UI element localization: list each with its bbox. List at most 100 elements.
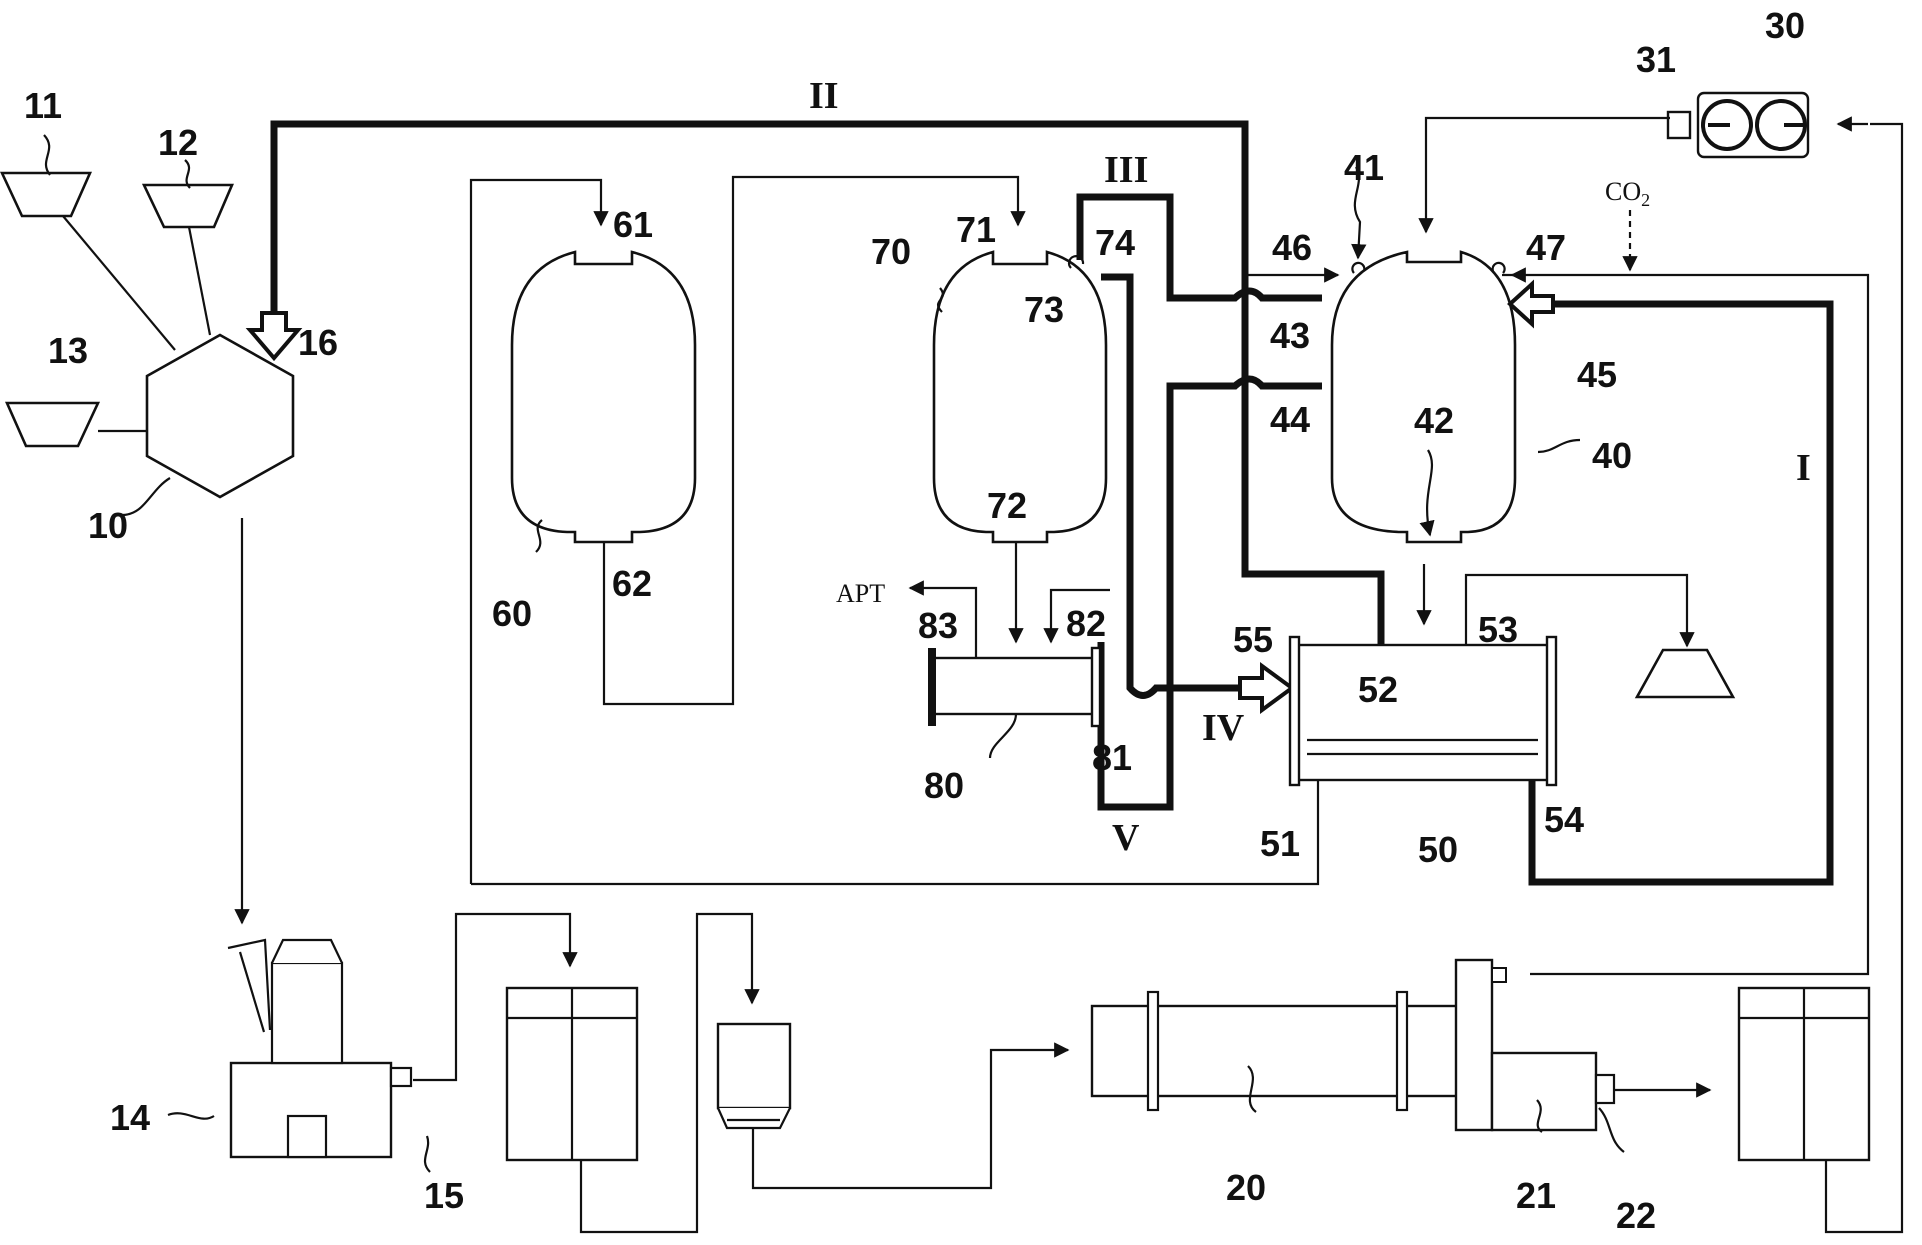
label-30: 30 (1765, 5, 1805, 46)
leader-15 (423, 1135, 431, 1173)
label-13: 13 (48, 330, 88, 371)
outlet-15 (389, 1066, 413, 1088)
feed-line-61 (469, 178, 609, 884)
label-70: 70 (871, 231, 911, 272)
route-label-III: III (1104, 149, 1148, 191)
label-83: 83 (918, 605, 958, 646)
label-80: 80 (924, 765, 964, 806)
motor-31 (1666, 110, 1692, 140)
label-47: 47 (1526, 227, 1566, 268)
leader-12 (184, 159, 191, 189)
dryer-14 (227, 938, 393, 1159)
rotary-kiln-20 (1090, 958, 1598, 1132)
label-62: 62 (612, 563, 652, 604)
leader-40 (1537, 438, 1581, 454)
leader-41 (1351, 166, 1367, 260)
label-42: 42 (1414, 400, 1454, 441)
leader-80 (988, 713, 1018, 759)
route-I-line (1528, 300, 1834, 886)
label-55: 55 (1233, 619, 1273, 660)
inlet-arrow-45 (1507, 279, 1555, 329)
leader-60 (535, 519, 543, 553)
label-72: 72 (987, 485, 1027, 526)
label-co2: CO2 (1605, 177, 1650, 210)
hopper-11 (0, 171, 92, 218)
route-IV-line (1101, 273, 1270, 699)
label-41: 41 (1344, 147, 1384, 188)
filter-80 (928, 646, 1102, 728)
separator-50 (1288, 635, 1558, 787)
label-31: 31 (1636, 39, 1676, 80)
label-15: 15 (424, 1175, 464, 1216)
recycle-line-30-40 (1418, 116, 1670, 234)
label-60: 60 (492, 593, 532, 634)
label-81: 81 (1092, 737, 1132, 778)
line-bin1-to-feeder (579, 912, 760, 1234)
leader-14 (167, 1112, 215, 1120)
route-V-line (1097, 375, 1322, 811)
leader-10 (121, 477, 171, 517)
leader-70 (936, 287, 944, 313)
feed-line-11 (62, 215, 176, 351)
inlet-arrow-16 (245, 311, 303, 362)
label-50: 50 (1418, 829, 1458, 870)
route-label-II: II (809, 75, 839, 117)
label-apt: APT (836, 579, 885, 608)
label-10: 10 (88, 505, 128, 546)
storage-bin-1 (505, 986, 639, 1162)
label-44: 44 (1270, 399, 1310, 440)
label-21: 21 (1516, 1175, 1556, 1216)
line-62-to-71 (602, 175, 1026, 706)
reactor-70 (932, 250, 1108, 544)
leader-20 (1247, 1065, 1257, 1113)
feed-line-12 (187, 226, 212, 336)
hopper-12 (141, 183, 234, 229)
label-11: 11 (24, 85, 62, 126)
leader-21 (1536, 1099, 1543, 1133)
outlet-22 (1594, 1073, 1616, 1105)
label-82: 82 (1066, 603, 1106, 644)
route-label-I: I (1796, 447, 1811, 489)
label-53: 53 (1478, 609, 1518, 650)
inlet-arrow-55 (1238, 662, 1296, 714)
route-label-V: V (1112, 817, 1140, 859)
storage-bin-2 (1737, 986, 1871, 1162)
route-label-IV: IV (1202, 707, 1245, 749)
inlet-82 (1043, 588, 1110, 644)
label-12: 12 (158, 122, 198, 163)
label-16: 16 (298, 322, 338, 363)
port-73 (1068, 255, 1085, 269)
label-20: 20 (1226, 1167, 1266, 1208)
line-feeder-to-kiln (751, 1042, 1070, 1190)
co2-subscript: 2 (1641, 190, 1650, 210)
hopper-product (1634, 648, 1736, 699)
label-51: 51 (1260, 823, 1300, 864)
leader-11 (43, 134, 51, 176)
hopper-13 (5, 401, 101, 448)
label-74: 74 (1095, 222, 1135, 263)
co2-text: CO (1605, 177, 1641, 206)
label-43: 43 (1270, 315, 1310, 356)
mixer-10 (145, 333, 295, 499)
port-47 (1491, 261, 1506, 274)
line-bin2-to-30 (1824, 122, 1904, 1234)
blower-30 (1696, 91, 1810, 159)
route-II-line (270, 120, 1385, 652)
label-52: 52 (1358, 669, 1398, 710)
label-61: 61 (613, 204, 653, 245)
label-40: 40 (1592, 435, 1632, 476)
label-45: 45 (1577, 354, 1617, 395)
feeder-hopper (716, 1022, 792, 1130)
label-54: 54 (1544, 799, 1584, 840)
label-14: 14 (110, 1097, 150, 1138)
apt-outlet (908, 580, 978, 658)
label-46: 46 (1272, 227, 1312, 268)
route-51-line (471, 778, 1320, 886)
label-22: 22 (1616, 1195, 1656, 1236)
label-71: 71 (956, 209, 996, 250)
line-15-to-storage (413, 912, 578, 1082)
port-41 (1351, 261, 1366, 274)
leader-22 (1598, 1107, 1625, 1153)
reactor-60 (510, 250, 697, 544)
